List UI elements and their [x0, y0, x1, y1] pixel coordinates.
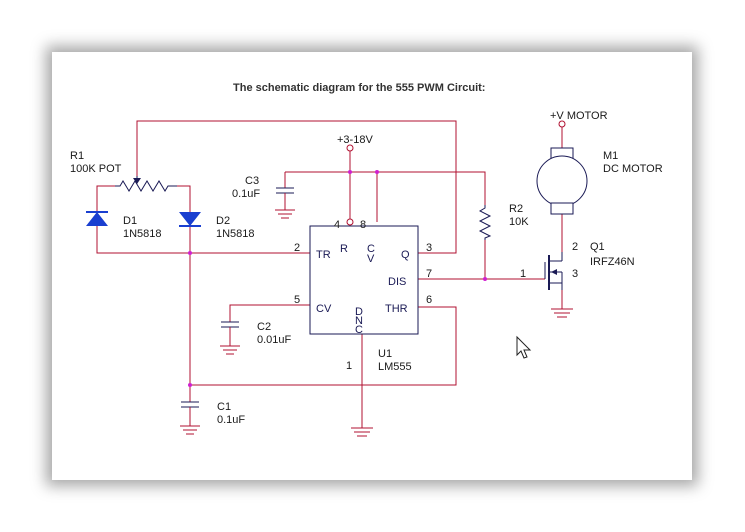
u1-pin-thr: THR [385, 303, 408, 315]
d1-value: 1N5818 [123, 228, 162, 240]
u1-timer-ic: TR R C V Q DIS CV THR D N C 4 8 2 3 7 5 … [294, 218, 432, 373]
junction-dot [348, 170, 352, 174]
junctions [188, 170, 487, 387]
q1-pin-gate: 1 [520, 268, 526, 280]
junction-dot [375, 170, 379, 174]
u1-ref: U1 [378, 348, 392, 360]
u1-pin-number-6: 6 [426, 294, 432, 306]
u1-pin-number-7: 7 [426, 268, 432, 280]
c3-ref: C3 [245, 175, 259, 187]
q1-mosfet: 1 2 3 Q1 IRFZ46N [520, 241, 635, 290]
diagram-title: The schematic diagram for the 555 PWM Ci… [233, 82, 485, 94]
m1-value: DC MOTOR [603, 163, 663, 175]
c1-capacitor: C1 0.1uF [180, 401, 245, 435]
d1-diode: D1 1N5818 [86, 211, 162, 240]
c3-capacitor: C3 0.1uF [232, 175, 295, 219]
u1-pin-gnd-2: N [355, 315, 363, 327]
u1-pin-cv-top: C [367, 243, 375, 255]
u1-pin-number-2: 2 [294, 242, 300, 254]
d2-diode: D2 1N5818 [179, 212, 255, 240]
c1-ref: C1 [217, 401, 231, 413]
u1-pin-cv-bot: V [367, 253, 375, 265]
c2-value: 0.01uF [257, 334, 292, 346]
q1-pin-drain: 2 [572, 241, 578, 253]
motor-supply-terminal: +V MOTOR [550, 110, 608, 128]
u1-pin-r: R [340, 243, 348, 255]
r1-value: 100K POT [70, 163, 122, 175]
c1-value: 0.1uF [217, 414, 245, 426]
junction-dot [188, 383, 192, 387]
c2-ref: C2 [257, 321, 271, 333]
r2-resistor: R2 10K [478, 203, 529, 240]
schematic-diagram: The schematic diagram for the 555 PWM Ci… [70, 82, 663, 437]
u1-pin-number-5: 5 [294, 294, 300, 306]
u1-pin-gnd-1: D [355, 306, 363, 318]
u1-pin-number-4: 4 [334, 219, 340, 231]
m1-dc-motor: M1 DC MOTOR [536, 147, 663, 215]
junction-dot [188, 251, 192, 255]
u1-pin-number-1: 1 [346, 360, 352, 372]
junction-dot [483, 277, 487, 281]
supply-label: +3-18V [337, 134, 373, 146]
d2-value: 1N5818 [216, 228, 255, 240]
u1-ground-symbol [351, 427, 373, 437]
u1-pin-tr: TR [316, 249, 331, 261]
motor-supply-label: +V MOTOR [550, 110, 608, 122]
u1-pin-q: Q [401, 249, 410, 261]
u1-pin-dis: DIS [388, 276, 406, 288]
c3-value: 0.1uF [232, 188, 260, 200]
r1-potentiometer: R1 100K POT [70, 150, 177, 192]
r2-ref: R2 [509, 203, 523, 215]
q1-value: IRFZ46N [590, 256, 635, 268]
mouse-cursor-icon [516, 335, 532, 359]
d1-ref: D1 [123, 215, 137, 227]
u1-pin-number-8: 8 [360, 219, 366, 231]
u1-pin-number-3: 3 [426, 242, 432, 254]
u1-value: LM555 [378, 361, 412, 373]
schematic-card: The schematic diagram for the 555 PWM Ci… [52, 52, 692, 480]
q1-ground-symbol [551, 308, 573, 318]
c2-capacitor: C2 0.01uF [220, 321, 292, 355]
q1-pin-source: 3 [572, 268, 578, 280]
supply-terminal: +3-18V [337, 134, 373, 152]
u1-pin-cv: CV [316, 303, 332, 315]
r1-ref: R1 [70, 150, 84, 162]
m1-ref: M1 [603, 150, 618, 162]
d2-ref: D2 [216, 215, 230, 227]
q1-ref: Q1 [590, 241, 605, 253]
u1-pin-gnd-3: C [355, 324, 363, 336]
r2-value: 10K [509, 216, 529, 228]
